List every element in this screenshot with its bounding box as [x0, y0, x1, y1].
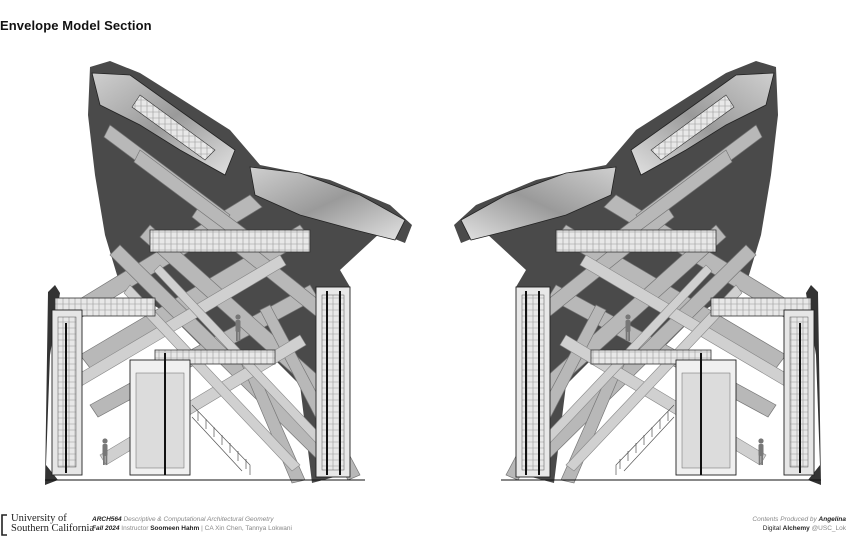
handle: @USC_Lok: [811, 525, 846, 532]
term: Fall 2024: [92, 525, 120, 532]
course-info: ARCH564 Descriptive & Computational Arch…: [92, 515, 292, 533]
university-line2: Southern California: [11, 523, 95, 534]
course-code: ARCH564: [92, 516, 122, 523]
university-line1: University of: [11, 513, 67, 524]
page-title: Envelope Model Section: [0, 18, 152, 33]
section-view-left: [44, 60, 413, 486]
instructor-name: Soomeen Hahm: [150, 525, 200, 532]
ta-text: | CA Xin Chen, Tannya Lokwani: [201, 525, 292, 532]
course-name: Descriptive & Computational Architectura…: [123, 516, 274, 523]
usc-bracket-icon: [1, 514, 7, 536]
lab-prefix: Digital: [762, 525, 781, 532]
section-view-right: [453, 60, 822, 486]
produced-label: Contents Produced by: [752, 516, 817, 523]
credits: Contents Produced by Angelina Digital Al…: [752, 515, 846, 533]
lab-name: Alchemy: [782, 525, 810, 532]
footer: University of Southern California ARCH56…: [0, 512, 860, 542]
university-logo: University of Southern California: [0, 513, 95, 536]
instructor-label: Instructor: [121, 525, 149, 532]
envelope-section-drawing: [44, 60, 822, 486]
author-name: Angelina: [818, 516, 846, 523]
